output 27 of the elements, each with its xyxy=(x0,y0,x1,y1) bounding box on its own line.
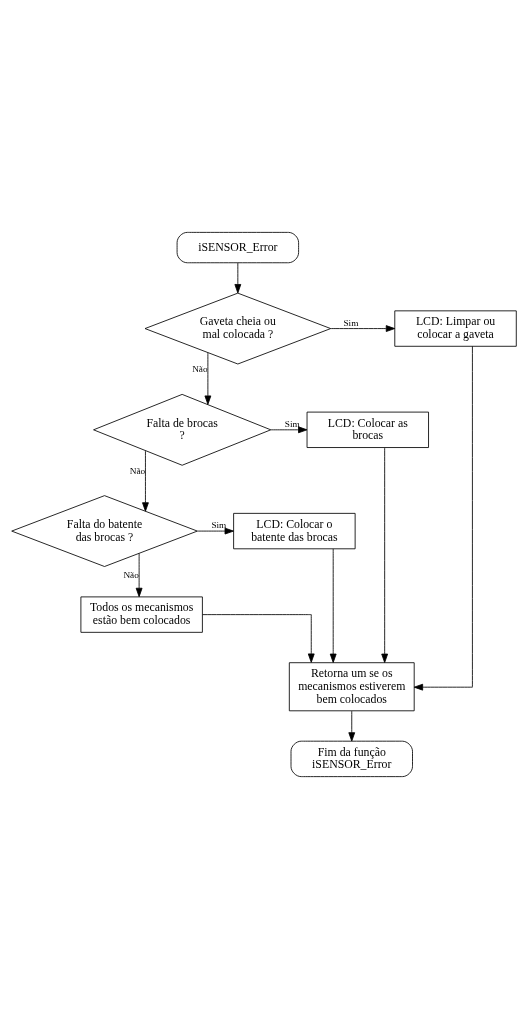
arrow xyxy=(202,614,315,663)
arrow xyxy=(142,450,149,512)
arrow xyxy=(197,527,234,535)
node-box: LCD: Limpar ou colocar a gaveta xyxy=(394,310,517,347)
node-box: Retorna um se os mecanismos estiverem bem colocados xyxy=(288,662,415,712)
node-box: LCD: Colocar as brocas xyxy=(306,411,429,448)
edge-label: Não xyxy=(192,363,208,374)
arrow xyxy=(234,262,242,294)
arrow xyxy=(381,447,389,663)
arrow xyxy=(329,548,337,663)
node-diamond: Falta do batente das brocas ? xyxy=(11,495,198,567)
arrow xyxy=(330,325,396,332)
arrow xyxy=(204,352,212,405)
arrow xyxy=(135,553,143,598)
arrow xyxy=(413,345,473,691)
edge-label: Não xyxy=(123,570,139,581)
node-box: Fim da função iSENSOR_Error xyxy=(290,740,413,778)
node-diamond: Gaveta cheia ou mal colocada ? xyxy=(144,292,332,365)
arrow xyxy=(348,710,356,742)
edge-label: Sim xyxy=(284,419,300,430)
edge-label: Sim xyxy=(211,520,227,531)
node-box: Todos os mecanismos estão bem colocados xyxy=(80,596,203,633)
arrow xyxy=(270,426,308,434)
edge-label: Sim xyxy=(343,317,359,328)
node-box: iSENSOR_Error xyxy=(176,231,300,264)
edge-label: Não xyxy=(129,466,146,477)
node-box: LCD: Colocar o batente das brocas xyxy=(233,512,356,550)
